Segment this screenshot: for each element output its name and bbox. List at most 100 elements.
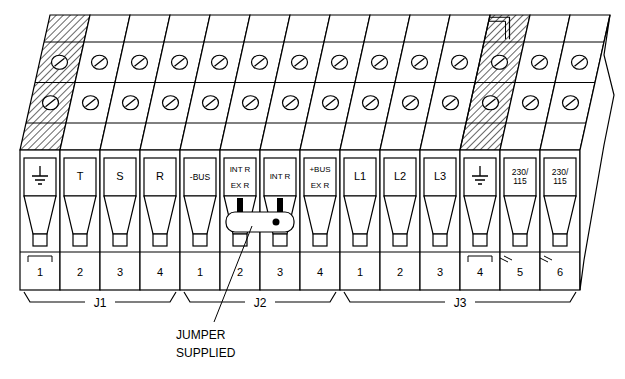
leader-line [214,226,252,322]
terminal-step [426,123,466,124]
terminal-screw [523,96,539,110]
wire-funnel [104,196,136,234]
wire-funnel [64,196,96,234]
terminal-label: L3 [434,171,446,183]
terminal-step [346,123,386,124]
terminal-step [35,82,75,83]
terminal-step [555,82,595,83]
wire-entry [193,234,207,246]
terminal-step [315,82,355,83]
wire-entry [433,234,447,246]
screw-slot [46,99,56,107]
terminal-step [524,42,564,43]
terminal-screw [492,55,508,69]
terminal-step [395,82,435,83]
base-notch [468,256,492,262]
pin-number: 2 [237,267,243,279]
screw-slot [175,58,185,66]
terminal-base-line [260,251,300,252]
terminal-face [300,150,340,290]
terminal-screw [323,96,339,110]
terminal-step [484,42,524,43]
terminal-label: INT R [270,173,291,181]
terminal-step [475,82,515,83]
terminal-screw [572,55,588,69]
screw-slot [326,99,336,107]
terminal-base-line [100,251,140,252]
screw-slot [486,99,496,107]
terminal-step [404,42,444,43]
wire-entry [33,234,47,246]
pin-number: 2 [397,267,403,279]
terminal-step [115,82,155,83]
label-plate [264,158,296,196]
terminal-face [180,150,220,290]
terminal-screw [563,96,579,110]
terminal-label: L1 [354,171,366,183]
terminal-label: L2 [394,171,406,183]
terminal-step [235,82,275,83]
screw-slot [295,58,305,66]
terminal-screw [83,96,99,110]
pin-number: 4 [157,267,163,279]
terminal-face [460,150,500,290]
ground-symbol [32,166,48,184]
label-plate [304,158,336,196]
terminal-step [146,123,186,124]
wire-funnel [424,196,456,234]
terminal-base-line [300,251,340,252]
screw-slot [495,58,505,66]
terminal-step [84,42,124,43]
terminal-screw [92,55,108,69]
terminal-base-line [500,251,540,252]
wire-entry [553,234,567,246]
screw-slot [375,58,385,66]
terminal-label: 230/ 115 [552,168,569,186]
screw-slot [95,58,105,66]
terminal-label: +BUS [309,166,330,174]
terminal-step [155,82,195,83]
screw-slot [55,58,65,66]
label-plate [464,158,496,196]
wire-funnel [384,196,416,234]
terminal-screw [483,96,499,110]
terminal-step [284,42,324,43]
screw-slot [206,99,216,107]
terminal-step [44,42,84,43]
terminal-step [515,82,555,83]
broken-side [580,15,614,290]
screw-slot [566,99,576,107]
terminal-screw [212,55,228,69]
terminal-screw [403,96,419,110]
terminal-screw [43,96,59,110]
terminal-step [546,123,586,124]
terminal-label: R [156,171,164,183]
terminal-screw [332,55,348,69]
terminal-screw [132,55,148,69]
terminal-step [244,42,284,43]
connector-name: J2 [254,297,267,310]
terminal-face [20,150,60,290]
terminal-step [386,123,426,124]
terminal-step [106,123,146,124]
label-plate [184,158,216,196]
screw-slot [446,99,456,107]
terminal-label: 230/ 115 [512,168,529,186]
terminal-step [435,82,475,83]
terminal-step [306,123,346,124]
terminal-step [164,42,204,43]
terminal-screw [532,55,548,69]
screw-slot [575,58,585,66]
terminal-base-line [540,251,580,252]
terminal-step [355,82,395,83]
terminal-screw [372,55,388,69]
wire-funnel [544,196,576,234]
terminal-base-line [340,251,380,252]
wire-funnel [304,196,336,234]
terminal-screw [203,96,219,110]
terminal-label: EX R [311,182,330,190]
wire-funnel [24,196,56,234]
wire-entry [273,234,287,246]
terminal-face [140,150,180,290]
terminal-base-line [20,251,60,252]
